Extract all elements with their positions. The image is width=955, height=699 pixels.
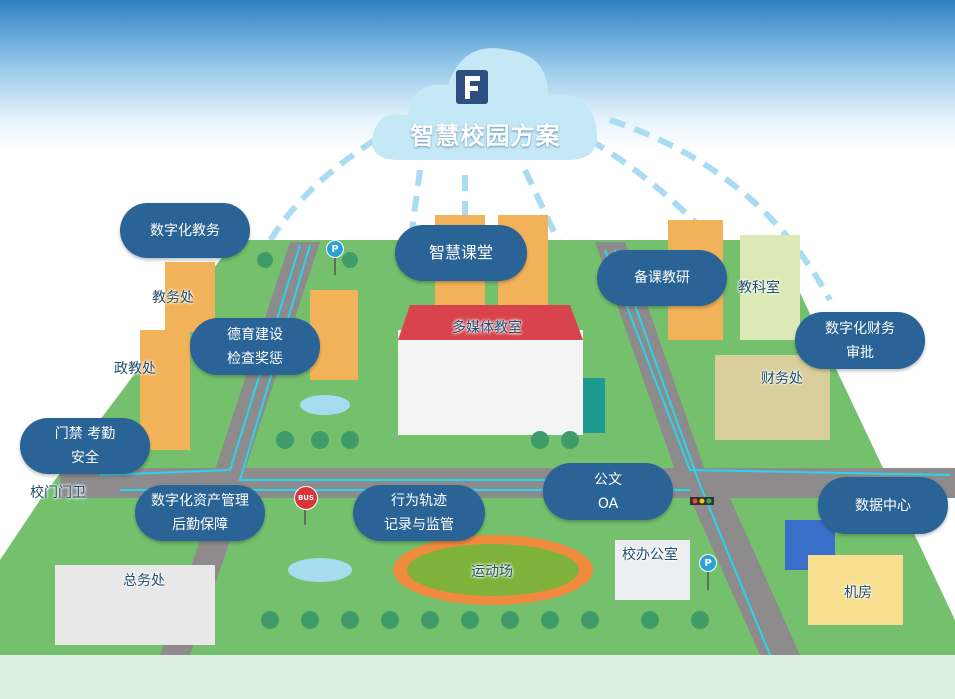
feature-label: 安全 — [71, 450, 99, 466]
feature-digital-finance[interactable]: 数字化财务审批 — [795, 312, 925, 369]
place-multimedia-room: 多媒体教室 — [452, 320, 522, 336]
feature-label: 后勤保障 — [172, 517, 228, 533]
place-academic-office: 教务处 — [152, 290, 194, 306]
feature-label: 行为轨迹 — [391, 493, 447, 509]
place-sports-field: 运动场 — [471, 564, 513, 580]
feature-smart-classroom[interactable]: 智慧课堂 — [395, 225, 527, 281]
feature-behavior-tracking[interactable]: 行为轨迹记录与监管 — [353, 485, 485, 541]
page-title: 智慧校园方案 — [410, 122, 561, 150]
feature-label: 智慧课堂 — [428, 243, 493, 262]
feature-label: OA — [597, 495, 619, 512]
feature-digital-academic[interactable]: 数字化教务 — [120, 203, 250, 258]
feature-label: 公文 — [594, 471, 622, 488]
feature-label: 记录与监管 — [384, 517, 454, 533]
bus-sign-label: BUS — [297, 494, 315, 502]
bus-stop-icon: BUS — [294, 486, 318, 510]
feature-label: 德育建设 — [227, 326, 283, 343]
place-general-affairs: 总务处 — [123, 573, 165, 589]
f-logo-icon — [456, 70, 488, 104]
parking-sign-label: P — [331, 243, 339, 255]
fountain — [300, 395, 350, 415]
place-gate-guard: 校门门卫 — [30, 485, 86, 501]
feature-lesson-research[interactable]: 备课教研 — [597, 250, 727, 306]
parking-sign-label: P — [704, 557, 712, 569]
cloud-icon — [372, 48, 598, 160]
feature-label: 门禁 考勤 — [54, 426, 116, 442]
cloud-header: 智慧校园方案 — [368, 40, 603, 165]
feature-access-attendance[interactable]: 门禁 考勤安全 — [20, 418, 150, 474]
feature-moral-education[interactable]: 德育建设检查奖惩 — [190, 318, 320, 375]
feature-data-center[interactable]: 数据中心 — [818, 477, 948, 534]
feature-label: 数字化财务 — [825, 320, 895, 337]
feature-label: 审批 — [846, 344, 874, 361]
feature-label: 检查奖惩 — [227, 350, 283, 367]
fountain — [288, 558, 352, 582]
trees — [257, 252, 709, 629]
feature-asset-management[interactable]: 数字化资产管理后勤保障 — [135, 485, 265, 541]
place-computer-room: 机房 — [844, 585, 872, 601]
place-political-office: 政教处 — [114, 361, 156, 377]
feature-oa[interactable]: 公文 OA — [543, 463, 673, 520]
place-principal-office: 校办公室 — [622, 547, 678, 563]
buildings — [55, 215, 903, 645]
parking-sign-icon: P — [699, 554, 717, 572]
place-research-room: 教科室 — [738, 280, 780, 296]
parking-sign-icon: P — [326, 240, 344, 258]
feature-label: 数据中心 — [855, 497, 911, 514]
feature-label: 数字化资产管理 — [151, 493, 249, 509]
place-finance-office: 财务处 — [761, 371, 803, 387]
traffic-light-icon — [690, 497, 714, 505]
feature-label: 备课教研 — [634, 270, 690, 286]
feature-label: 数字化教务 — [150, 222, 220, 239]
